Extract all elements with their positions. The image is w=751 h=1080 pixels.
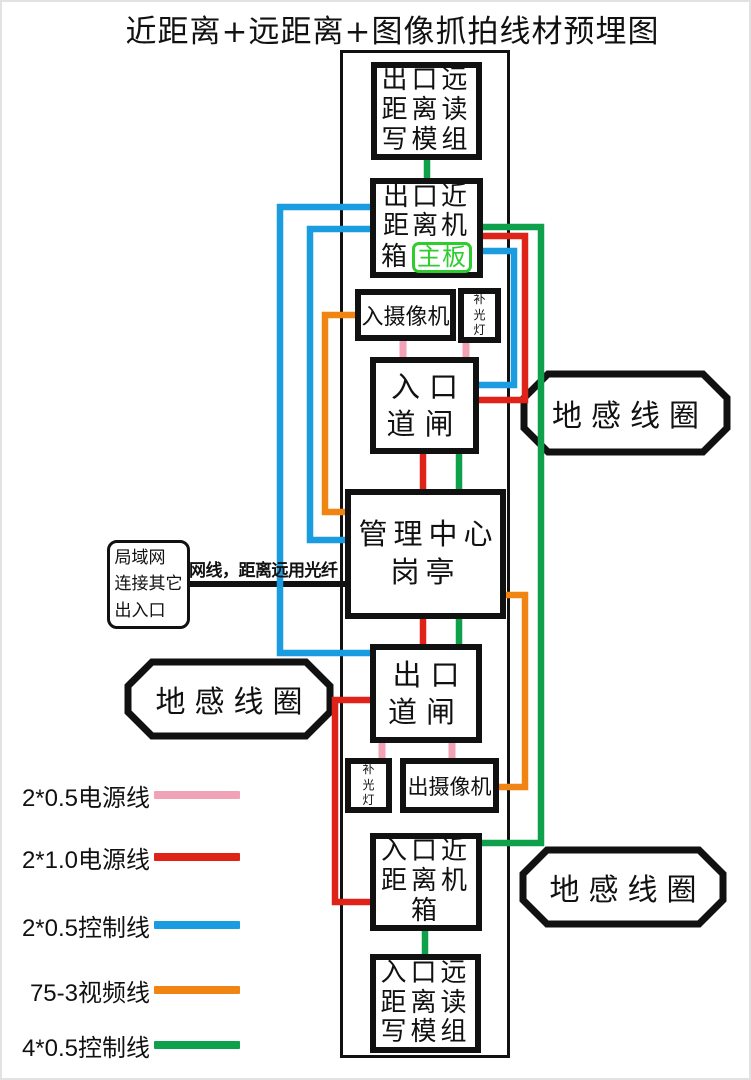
ground-loop-bottom-right-label: 地感线圈 (549, 873, 706, 908)
box-fill-light-top-label: 补 光 灯 (473, 292, 486, 338)
box-fill-light-bottom-label: 补 光 灯 (362, 762, 375, 808)
box-exit-barrier: 出口 道闸 (370, 644, 482, 743)
line-power10-exit-cabinet-entry-barrier (474, 232, 529, 404)
box-lan: 局域网 连接其它 出入口 (107, 540, 190, 629)
box-entry-camera: 入摄像机 (355, 289, 456, 341)
ground-loop-top-right-shape (520, 370, 731, 456)
box-exit-camera: 出摄像机 (400, 758, 499, 813)
box-entry-camera-label: 入摄像机 (361, 305, 450, 330)
box-entry-barrier: 入口 道闸 (370, 357, 479, 454)
line-power10-exit-barrier-entry-cabinet (331, 696, 375, 906)
legend-row-ctrl2: 2*0.5控制线 (0, 909, 260, 942)
box-exit-near-cabinet: 出口近 距离机 箱 主板 (370, 178, 483, 278)
ground-loop-top-right-label: 地感线圈 (552, 399, 708, 434)
box-fill-light-top: 补 光 灯 (458, 288, 501, 343)
legend-row-power10: 2*1.0电源线 (0, 841, 260, 874)
line-ctrl2-exit-cabinet-exit-barrier (276, 203, 375, 657)
legend-label-ctrl2: 2*0.5控制线 (21, 914, 150, 942)
legend-row-ctrl4: 4*0.5控制线 (0, 1029, 260, 1062)
ground-loop-left-shape (124, 658, 334, 740)
ground-loop-bottom-right-shape (519, 846, 727, 928)
box-exit-far-module: 出口远 距离读 写模组 (371, 62, 482, 160)
mainboard-label: 主板 (412, 242, 472, 274)
line-video-booth-exit-camera (494, 591, 529, 791)
legend-row-power05: 2*0.5电源线 (0, 779, 260, 812)
box-entry-far-module-label: 入口远 距离读 写模组 (380, 957, 471, 1048)
box-management-booth-label: 管理中心 岗亭 (358, 517, 499, 589)
legend-label-video: 75-3视频线 (29, 979, 150, 1007)
box-entry-near-cabinet: 入口近 距离机 箱 (370, 833, 482, 931)
legend-swatch-power10 (154, 853, 240, 861)
legend-swatch-power05 (154, 791, 240, 799)
legend-label-power10: 2*1.0电源线 (21, 846, 150, 874)
lane-container-frame (340, 50, 510, 1058)
box-management-booth: 管理中心 岗亭 (345, 489, 506, 619)
line-ctrl2-exit-cabinet-entry-barrier (474, 247, 518, 389)
box-entry-near-cabinet-label: 入口近 距离机 箱 (380, 836, 471, 926)
legend-swatch-ctrl4 (154, 1041, 240, 1049)
legend-swatch-video (154, 986, 240, 994)
box-exit-barrier-label: 出口 道闸 (387, 658, 469, 729)
box-exit-near-cabinet-label: 出口近 距离机 (382, 181, 470, 242)
line-video-entry-camera-booth (321, 311, 360, 516)
legend-label-ctrl4: 4*0.5控制线 (21, 1034, 150, 1062)
legend-row-video: 75-3视频线 (0, 974, 260, 1007)
line-ctrl2-exit-cabinet-booth (306, 225, 375, 544)
line-ctrl4-exit-cabinet-entry-cabinet (476, 223, 545, 847)
ground-loop-left-label: 地感线圈 (155, 685, 312, 720)
legend-swatch-ctrl2 (154, 921, 240, 929)
network-cable-label: 网线，距离远用光纤 (189, 561, 338, 581)
box-exit-camera-label: 出摄像机 (407, 774, 492, 799)
page-title: 近距离+远距离+图像抓拍线材预埋图 (125, 14, 660, 50)
box-exit-far-module-label: 出口远 距离读 写模组 (381, 65, 472, 155)
legend-label-power05: 2*0.5电源线 (21, 784, 150, 812)
box-exit-near-cabinet-last-char: 箱 (380, 241, 410, 272)
box-entry-barrier-label: 入口 道闸 (386, 370, 467, 441)
box-entry-far-module: 入口远 距离读 写模组 (370, 954, 481, 1053)
box-fill-light-bottom: 补 光 灯 (345, 758, 392, 813)
box-lan-label: 局域网 连接其它 出入口 (114, 547, 183, 621)
